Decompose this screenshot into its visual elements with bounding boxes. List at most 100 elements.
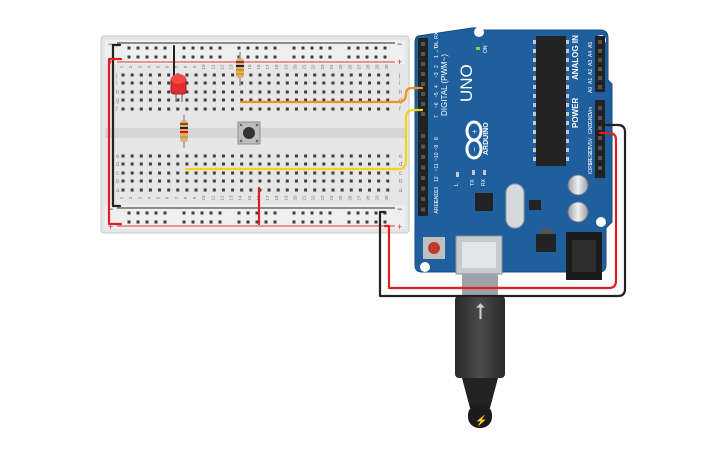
rail-hole[interactable]: [319, 220, 323, 224]
breadboard-hole[interactable]: [167, 90, 171, 94]
breadboard-hole[interactable]: [340, 171, 344, 175]
breadboard-hole[interactable]: [276, 179, 280, 183]
breadboard-hole[interactable]: [267, 107, 271, 111]
breadboard-hole[interactable]: [340, 98, 344, 102]
breadboard-hole[interactable]: [285, 179, 289, 183]
breadboard-hole[interactable]: [276, 73, 280, 77]
breadboard-hole[interactable]: [194, 81, 198, 85]
breadboard-hole[interactable]: [285, 73, 289, 77]
breadboard-hole[interactable]: [285, 90, 289, 94]
breadboard-hole[interactable]: [203, 73, 207, 77]
rail-hole[interactable]: [163, 220, 167, 224]
rail-hole[interactable]: [273, 46, 277, 50]
breadboard-hole[interactable]: [386, 188, 390, 192]
breadboard-hole[interactable]: [358, 90, 362, 94]
breadboard-hole[interactable]: [121, 81, 125, 85]
breadboard-hole[interactable]: [386, 90, 390, 94]
rail-hole[interactable]: [310, 211, 314, 215]
wire-orange-pin-8[interactable]: [239, 86, 424, 104]
breadboard-hole[interactable]: [368, 98, 372, 102]
rail-hole[interactable]: [136, 220, 140, 224]
rail-hole[interactable]: [383, 220, 387, 224]
breadboard-hole[interactable]: [313, 90, 317, 94]
rail-hole[interactable]: [365, 55, 369, 59]
breadboard-hole[interactable]: [249, 171, 253, 175]
breadboard-hole[interactable]: [130, 188, 134, 192]
breadboard-hole[interactable]: [313, 154, 317, 158]
breadboard-hole[interactable]: [185, 107, 189, 111]
digital-pin[interactable]: [421, 62, 425, 66]
breadboard-hole[interactable]: [349, 73, 353, 77]
breadboard-hole[interactable]: [240, 171, 244, 175]
breadboard-hole[interactable]: [322, 98, 326, 102]
breadboard-hole[interactable]: [185, 171, 189, 175]
breadboard-hole[interactable]: [249, 179, 253, 183]
breadboard-hole[interactable]: [221, 98, 225, 102]
breadboard-hole[interactable]: [276, 162, 280, 166]
rail-hole[interactable]: [191, 55, 195, 59]
rail-hole[interactable]: [264, 46, 268, 50]
breadboard-hole[interactable]: [212, 73, 216, 77]
breadboard-hole[interactable]: [167, 162, 171, 166]
rail-hole[interactable]: [218, 46, 222, 50]
breadboard-hole[interactable]: [322, 188, 326, 192]
power-pin[interactable]: [598, 166, 602, 170]
rail-hole[interactable]: [328, 46, 332, 50]
breadboard-hole[interactable]: [331, 188, 335, 192]
rail-hole[interactable]: [273, 211, 277, 215]
breadboard-hole[interactable]: [176, 188, 180, 192]
breadboard-hole[interactable]: [185, 188, 189, 192]
breadboard-hole[interactable]: [331, 154, 335, 158]
rail-hole[interactable]: [319, 46, 323, 50]
breadboard-hole[interactable]: [349, 154, 353, 158]
breadboard-hole[interactable]: [285, 162, 289, 166]
breadboard-hole[interactable]: [313, 179, 317, 183]
rail-hole[interactable]: [356, 211, 360, 215]
rail-hole[interactable]: [218, 220, 222, 224]
breadboard-hole[interactable]: [240, 81, 244, 85]
rail-hole[interactable]: [264, 211, 268, 215]
breadboard-hole[interactable]: [313, 188, 317, 192]
breadboard-hole[interactable]: [358, 179, 362, 183]
rail-hole[interactable]: [127, 46, 131, 50]
rail-hole[interactable]: [255, 211, 259, 215]
rail-hole[interactable]: [328, 211, 332, 215]
rail-hole[interactable]: [163, 46, 167, 50]
power-pin-holes[interactable]: [598, 40, 602, 170]
breadboard-hole[interactable]: [358, 73, 362, 77]
breadboard-hole[interactable]: [349, 162, 353, 166]
breadboard-hole[interactable]: [258, 107, 262, 111]
breadboard-hole[interactable]: [185, 90, 189, 94]
breadboard-hole[interactable]: [221, 162, 225, 166]
rail-hole[interactable]: [182, 220, 186, 224]
breadboard-hole[interactable]: [377, 154, 381, 158]
rail-hole[interactable]: [246, 55, 250, 59]
breadboard-hole[interactable]: [304, 81, 308, 85]
breadboard-hole[interactable]: [258, 98, 262, 102]
breadboard-hole[interactable]: [294, 171, 298, 175]
breadboard-hole[interactable]: [240, 179, 244, 183]
breadboard-hole[interactable]: [203, 90, 207, 94]
breadboard-hole[interactable]: [368, 162, 372, 166]
digital-pin[interactable]: [421, 207, 425, 212]
breadboard-hole[interactable]: [276, 188, 280, 192]
resistor-top[interactable]: [236, 52, 244, 86]
red-led[interactable]: [170, 74, 187, 102]
rail-hole[interactable]: [255, 220, 259, 224]
rail-hole[interactable]: [237, 211, 241, 215]
breadboard-hole[interactable]: [212, 98, 216, 102]
breadboard-hole[interactable]: [294, 81, 298, 85]
breadboard-hole[interactable]: [185, 154, 189, 158]
breadboard-hole[interactable]: [331, 73, 335, 77]
breadboard-hole[interactable]: [249, 162, 253, 166]
breadboard-hole[interactable]: [240, 154, 244, 158]
breadboard-hole[interactable]: [148, 171, 152, 175]
breadboard-hole[interactable]: [322, 154, 326, 158]
breadboard-hole[interactable]: [322, 73, 326, 77]
power-pin[interactable]: [598, 136, 602, 140]
breadboard-hole[interactable]: [331, 171, 335, 175]
rail-hole[interactable]: [347, 46, 351, 50]
digital-pin[interactable]: [421, 144, 425, 149]
breadboard-hole[interactable]: [313, 81, 317, 85]
rail-hole[interactable]: [218, 211, 222, 215]
